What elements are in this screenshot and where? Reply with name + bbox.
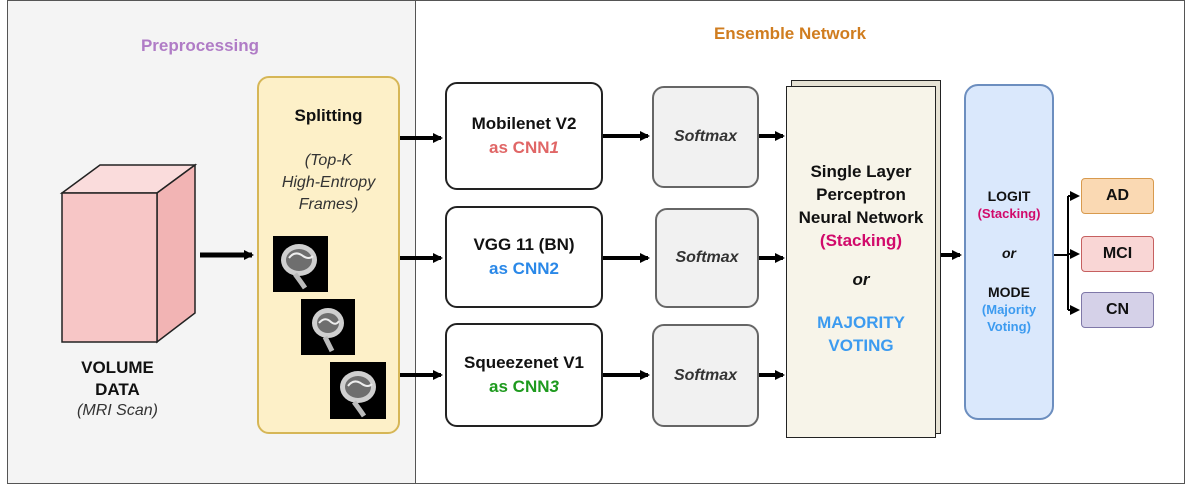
slp-line1: Single Layer	[810, 162, 912, 181]
slp-majority2: VOTING	[828, 336, 894, 355]
mri-frame-2	[301, 299, 355, 355]
cnn2-box: VGG 11 (BN) as CNN2	[445, 206, 603, 308]
cnn1-name: Mobilenet V2	[471, 114, 577, 133]
splitting-title: Splitting	[294, 106, 363, 125]
volume-label-line2: DATA	[95, 380, 140, 399]
mri-frame-3	[330, 362, 386, 419]
softmax1-box: Softmax	[652, 86, 759, 188]
output-mci: MCI	[1081, 236, 1154, 272]
mri-frame-1	[273, 236, 328, 292]
volume-cube-icon	[59, 163, 198, 344]
slp-stacking: (Stacking)	[819, 231, 903, 250]
mode-majority1: (Majority	[981, 302, 1037, 317]
cnn3-as: as CNN3	[489, 377, 559, 396]
splitting-subtitle-2: High-Entropy	[281, 174, 376, 191]
logit-stacking: (Stacking)	[977, 206, 1041, 221]
logit-mode-box	[964, 84, 1054, 420]
slp-box	[786, 86, 936, 438]
output-cn: CN	[1081, 292, 1154, 328]
brain-scan-icon	[340, 371, 376, 418]
softmax2-box: Softmax	[655, 208, 759, 308]
cnn1-as: as CNN1	[489, 138, 559, 157]
output-ad: AD	[1081, 178, 1154, 214]
slp-or: or	[852, 270, 870, 289]
volume-label-line1: VOLUME	[81, 358, 154, 377]
cnn2-name: VGG 11 (BN)	[473, 235, 575, 254]
cnn2-as: as CNN2	[489, 259, 559, 278]
splitting-subtitle-1: (Top-K	[304, 152, 353, 169]
brain-scan-icon	[281, 244, 317, 290]
slp-majority1: MAJORITY	[817, 313, 905, 332]
mode-label: MODE	[988, 284, 1030, 300]
softmax3-box: Softmax	[652, 324, 759, 427]
slp-line2: Perceptron	[816, 185, 906, 204]
cnn3-box: Squeezenet V1 as CNN3	[445, 323, 603, 427]
brain-scan-icon	[312, 308, 344, 353]
splitting-subtitle-3: Frames)	[298, 196, 359, 213]
volume-label-line3: (MRI Scan)	[77, 402, 158, 419]
logit-or: or	[1002, 245, 1016, 261]
preprocessing-title: Preprocessing	[140, 36, 260, 55]
cnn1-box: Mobilenet V2 as CNN1	[445, 82, 603, 190]
ensemble-title: Ensemble Network	[713, 24, 867, 43]
mode-majority2: Voting)	[987, 319, 1031, 334]
logit-label: LOGIT	[987, 188, 1031, 204]
slp-line3: Neural Network	[798, 208, 924, 227]
cnn3-name: Squeezenet V1	[464, 353, 584, 372]
